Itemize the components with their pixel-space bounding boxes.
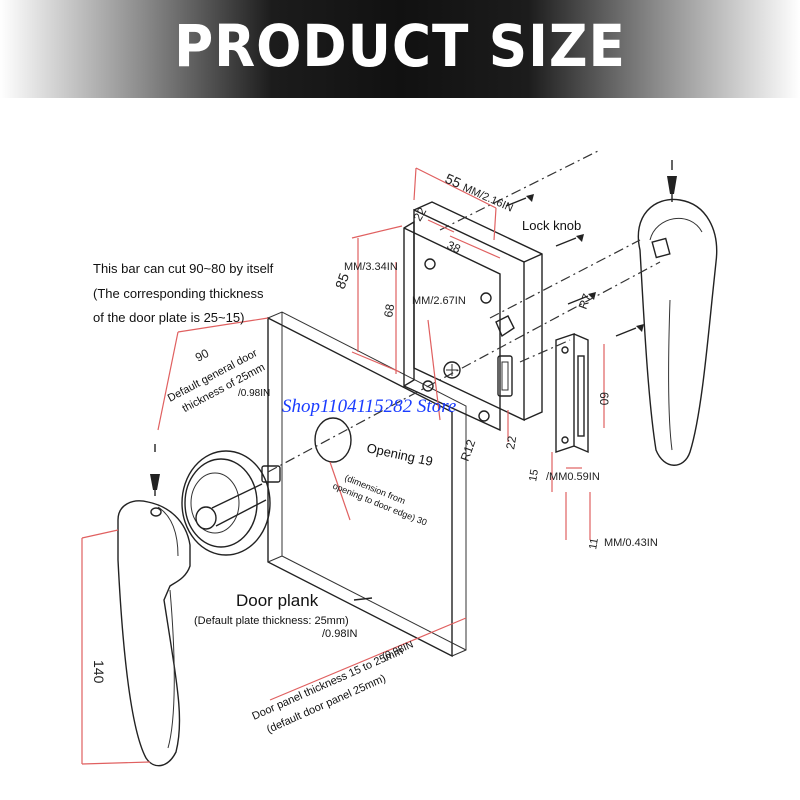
dim-22-side: 22 [503,435,519,451]
door-plank-label: Door plank [236,591,319,610]
plate-thickness-label: (Default plate thickness: 25mm) [194,615,349,627]
store-watermark: Shop1104115282 Store [282,396,456,417]
opening-label: Opening 19 [365,440,434,469]
dim-85: 85 [332,271,352,291]
strike-plate [555,333,589,454]
panel-thickness-inches: (0.98IN [381,639,415,662]
title-banner: PRODUCT SIZE [0,0,800,98]
spindle-rosette [181,450,271,556]
bar-cut-note-line2: (The corresponding thickness [93,286,264,301]
screw-icon [615,324,644,337]
dim-15-inches: /MM0.59IN [546,471,600,483]
dim-85-inches: MM/3.34IN [344,261,398,273]
dim-11: 11 [587,537,601,550]
dim-15: 15 [527,468,541,482]
bar-cut-note-line1: This bar can cut 90~80 by itself [93,261,274,276]
dim-90: 90 [193,346,212,365]
dim-60: 60 [597,392,611,406]
door-thickness-inches: /0.98IN [238,388,270,399]
page-title: PRODUCT SIZE [174,12,626,80]
screw-icon [505,194,534,207]
dim-55-inches: MM/2.16IN [461,182,515,215]
dim-38: 38 [445,238,463,256]
lock-body [403,201,543,432]
rear-handle [637,160,718,466]
dim-22-top: 22 [410,205,429,224]
dimension-labels: 55 MM/2.16IN 22 38 85 MM/3.34IN 68 MM/2.… [91,170,658,683]
front-lever-handle [117,444,191,767]
dim-r7: R7 [576,292,595,312]
dim-55: 55 [443,170,464,191]
screw-icon [555,234,584,247]
bar-cut-note-line3: of the door plate is 25~15) [93,310,244,325]
center-axis-lines [267,149,661,473]
door-plank [261,311,467,658]
dimension-lines [81,167,605,765]
lock-knob-label: Lock knob [522,218,581,233]
dim-68: 68 [381,303,397,319]
screws [505,194,644,337]
plate-thickness-inches: /0.98IN [322,628,358,640]
dim-68-inches: MM/2.67IN [412,295,466,307]
dim-11-inches: MM/0.43IN [604,537,658,549]
dim-140: 140 [91,660,107,684]
notes: This bar can cut 90~80 by itself (The co… [93,218,581,736]
dim-r12: R12 [458,437,479,463]
